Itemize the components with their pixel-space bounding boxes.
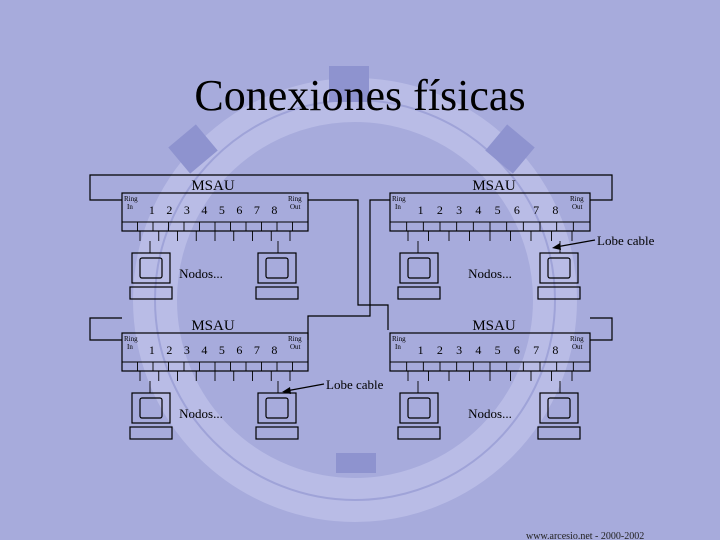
port-number: 2 bbox=[166, 203, 172, 217]
port-number: 3 bbox=[456, 343, 462, 357]
port-number: 8 bbox=[552, 343, 558, 357]
nodes-label: Nodos... bbox=[179, 266, 223, 281]
port-number: 1 bbox=[149, 203, 155, 217]
port-number: 1 bbox=[418, 203, 424, 217]
port-number: 3 bbox=[456, 203, 462, 217]
ring-connection-lines bbox=[89, 174, 613, 341]
port-number: 3 bbox=[184, 203, 190, 217]
node-pc-icon bbox=[537, 392, 581, 440]
port-number: 5 bbox=[219, 343, 225, 357]
msau-label: MSAU bbox=[191, 318, 235, 334]
slide-title: Conexiones físicas bbox=[194, 71, 525, 120]
port-number: 8 bbox=[271, 203, 277, 217]
node-pc-icon bbox=[255, 392, 299, 440]
node-pc-icon bbox=[397, 252, 441, 300]
nodes-label: Nodos... bbox=[468, 266, 512, 281]
port-number: 6 bbox=[236, 343, 242, 357]
port-number: 6 bbox=[514, 343, 520, 357]
node-pc-icon bbox=[537, 252, 581, 300]
msau-label: MSAU bbox=[472, 178, 516, 194]
port-number: 3 bbox=[184, 343, 190, 357]
lobe-cable-label-bottom: Lobe cable bbox=[326, 377, 384, 392]
node-pc-icon bbox=[129, 252, 173, 300]
port-number: 8 bbox=[552, 203, 558, 217]
port-number: 7 bbox=[533, 203, 539, 217]
port-number: 8 bbox=[271, 343, 277, 357]
port-number: 7 bbox=[254, 203, 260, 217]
port-number: 7 bbox=[254, 343, 260, 357]
port-number: 7 bbox=[533, 343, 539, 357]
port-number: 5 bbox=[495, 203, 501, 217]
port-number: 2 bbox=[437, 203, 443, 217]
port-number: 4 bbox=[201, 203, 207, 217]
port-number: 1 bbox=[418, 343, 424, 357]
node-pc-icon bbox=[129, 392, 173, 440]
port-number: 6 bbox=[236, 203, 242, 217]
port-number: 1 bbox=[149, 343, 155, 357]
port-number: 6 bbox=[514, 203, 520, 217]
lobe-cable-arrows bbox=[282, 239, 596, 394]
node-pc-icon bbox=[397, 392, 441, 440]
port-number: 5 bbox=[219, 203, 225, 217]
nodes-label: Nodos... bbox=[179, 406, 223, 421]
port-number: 4 bbox=[475, 203, 481, 217]
port-number: 2 bbox=[437, 343, 443, 357]
msau-label: MSAU bbox=[472, 318, 516, 334]
footer-url: www.arcesio.net - 2000-2002 bbox=[526, 531, 644, 540]
port-number: 4 bbox=[201, 343, 207, 357]
port-number: 2 bbox=[166, 343, 172, 357]
background-ring-decoration bbox=[133, 66, 577, 522]
port-number: 4 bbox=[475, 343, 481, 357]
node-pc-icon bbox=[255, 252, 299, 300]
lobe-cable-label-top: Lobe cable bbox=[597, 233, 655, 248]
port-number: 5 bbox=[495, 343, 501, 357]
nodes-label: Nodos... bbox=[468, 406, 512, 421]
msau-label: MSAU bbox=[191, 178, 235, 194]
